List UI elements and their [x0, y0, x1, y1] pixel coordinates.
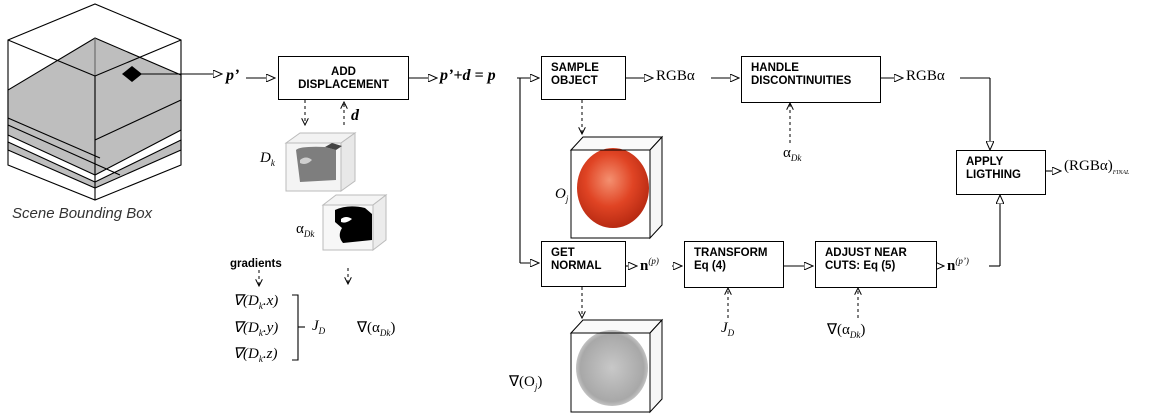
- grad-alpha-2-text: ∇(α: [827, 322, 850, 338]
- jacobian-subscript: D: [318, 326, 326, 336]
- rgba-label-2: RGBα: [906, 68, 945, 84]
- normal-p-superscript: (p): [648, 256, 659, 266]
- grad-O-label: ∇(Oj): [509, 372, 542, 392]
- grad-Dk-x: ∇(Dk.x): [233, 291, 278, 311]
- sample-object-box: SAMPLE OBJECT: [541, 56, 626, 100]
- rgba-final-subscript: FINAL: [1112, 170, 1130, 176]
- grad-alpha-subscript: Dk: [379, 328, 391, 338]
- rgba-final-text: (RGBα): [1064, 158, 1113, 174]
- alpha-Dk-text: α: [296, 221, 304, 237]
- O-j-subscript: j: [565, 194, 569, 204]
- adjust-near-cuts-box: ADJUST NEAR CUTS: Eq (5): [815, 241, 937, 288]
- object-volume-cube: [569, 135, 664, 240]
- d-label: d: [351, 107, 359, 124]
- normal-p-label: n(p): [640, 256, 659, 275]
- D-k-label: Dk: [260, 150, 275, 168]
- O-j-text: O: [555, 186, 566, 202]
- add-displacement-box: ADD DISPLACEMENT: [278, 56, 409, 100]
- grad-alpha-label-2: ∇(αDk): [827, 320, 865, 340]
- jacobian-label: JD: [312, 318, 325, 336]
- D-k-subscript: k: [270, 158, 275, 168]
- normal-pp-label: n(p’): [947, 256, 969, 275]
- alpha-disc-label: αDk: [783, 145, 801, 163]
- grad-Dk-y-tail: .y): [262, 320, 279, 336]
- grad-alpha-2-subscript: Dk: [849, 330, 861, 340]
- p-sum-label: p’+d = p: [440, 67, 496, 84]
- alpha-Dk-subscript: Dk: [303, 229, 315, 239]
- rgba-label-1: RGBα: [656, 68, 695, 84]
- transform-box: TRANSFORM Eq (4): [684, 241, 784, 288]
- grad-Dk-x-tail: .x): [262, 293, 279, 309]
- grad-Dk-z-text: ∇(D: [233, 346, 259, 362]
- scene-bounding-box-illustration: [7, 3, 182, 201]
- grad-Dk-z: ∇(Dk.z): [233, 344, 277, 364]
- alpha-disc-text: α: [783, 145, 791, 161]
- displacement-volume-cube: [284, 132, 357, 192]
- rgba-final-label: (RGBα)FINAL: [1064, 158, 1129, 176]
- grad-O-close: ): [537, 374, 543, 390]
- jacobian-2-subscript: D: [727, 328, 735, 338]
- grad-alpha-close: ): [390, 320, 396, 336]
- handle-discontinuities-box: HANDLE DISCONTINUITIES: [741, 56, 881, 103]
- grad-Dk-z-tail: .z): [262, 346, 278, 362]
- jacobian-label-2: JD: [721, 320, 734, 338]
- gradients-label: gradients: [230, 258, 282, 270]
- O-j-label: Oj: [555, 186, 568, 204]
- grad-alpha-text: ∇(α: [357, 320, 380, 336]
- normal-p-text: n: [640, 258, 649, 274]
- jacobian-2-text: J: [721, 320, 728, 336]
- D-k-text: D: [260, 150, 271, 166]
- p-prime-label: p’: [226, 67, 240, 84]
- grad-Dk-x-text: ∇(D: [233, 293, 259, 309]
- grad-O-subscript: j: [534, 382, 538, 392]
- grad-Dk-x-sub: k: [258, 301, 263, 311]
- gradient-volume-cube: [569, 318, 664, 414]
- grad-Dk-z-sub: k: [258, 354, 263, 364]
- scene-caption: Scene Bounding Box: [12, 205, 153, 222]
- grad-alpha-label: ∇(αDk): [357, 318, 395, 338]
- grad-Dk-y: ∇(Dk.y): [233, 318, 278, 338]
- apply-lighting-box: APPLY LIGTHING: [956, 150, 1046, 195]
- alpha-Dk-label: αDk: [296, 221, 314, 239]
- grad-O-text: ∇(O: [509, 374, 535, 390]
- grad-Dk-y-text: ∇(D: [233, 320, 259, 336]
- grad-alpha-2-close: ): [860, 322, 866, 338]
- jacobian-text: J: [312, 318, 319, 334]
- normal-pp-text: n: [947, 258, 956, 274]
- alpha-disc-subscript: Dk: [790, 153, 802, 163]
- normal-pp-superscript: (p’): [955, 256, 969, 266]
- get-normal-box: GET NORMAL: [541, 241, 626, 287]
- grad-Dk-y-sub: k: [258, 328, 263, 338]
- alpha-volume-cube: [321, 193, 388, 252]
